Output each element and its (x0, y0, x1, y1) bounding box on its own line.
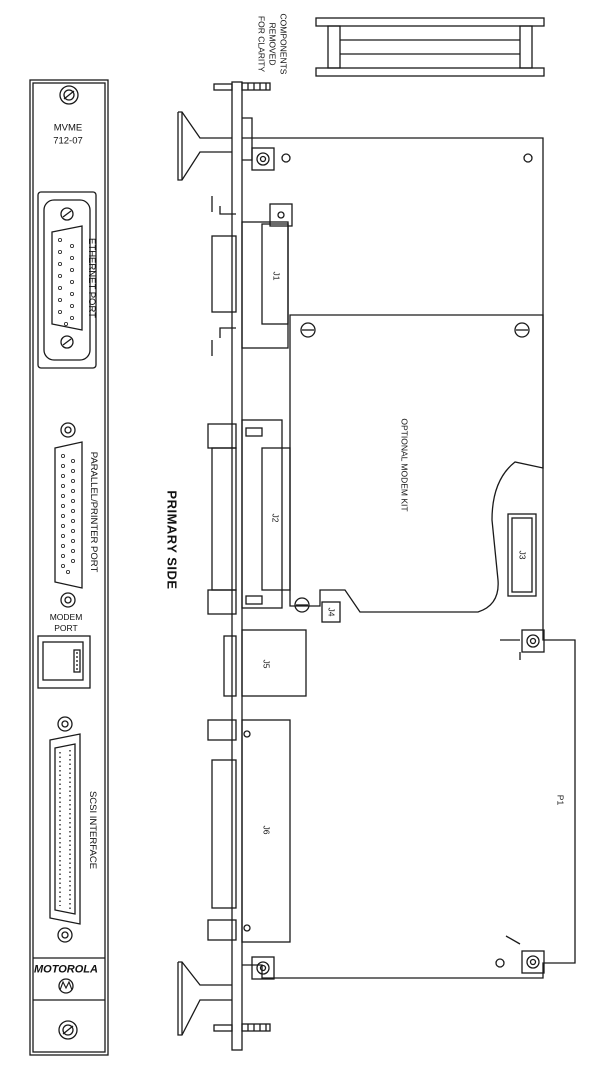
j2-connector (207, 419, 291, 615)
j1-label: J1 (271, 271, 282, 281)
front-panel-inner (32, 82, 106, 1053)
modem-kit-screw-icon (294, 322, 530, 613)
standoff-icon (521, 629, 545, 653)
j5-label: J5 (261, 659, 272, 669)
j1-connector (211, 203, 293, 349)
panel-top-screw-icon (59, 85, 79, 105)
parallel-port-label: PARALLEL/PRINTER PORT (87, 451, 99, 573)
modem-kit-label: OPTIONAL MODEM KIT (399, 418, 410, 512)
ethernet-pins (58, 237, 75, 326)
j5-connector (223, 629, 307, 697)
j6-label: J6 (261, 825, 272, 835)
panel-model-line2: 712-07 (53, 135, 83, 147)
motorola-logo-icon (58, 978, 74, 994)
components-removed-line2: REMOVED (267, 22, 278, 66)
primary-side-label: PRIMARY SIDE (164, 490, 180, 590)
bracket-top-screw-icon (213, 82, 271, 91)
j2-label: J2 (270, 513, 281, 523)
front-bracket (231, 81, 243, 1051)
bracket-bottom-screw-icon (213, 1023, 271, 1032)
scsi-interface-label: SCSI INTERFACE (86, 790, 98, 870)
panel-bottom-screw-icon (58, 1020, 78, 1040)
lower-ejector-icon (177, 961, 232, 1036)
j6-connector (207, 719, 291, 943)
motorola-brand-label: MOTOROLA (34, 963, 98, 976)
modem-port-label-line1: MODEM (49, 611, 83, 622)
modem-port-label-line2: PORT (54, 622, 78, 633)
ethernet-connector-icon (37, 191, 97, 369)
modem-kit-outline (289, 314, 544, 613)
front-panel-outline (29, 79, 109, 1056)
upper-ejector-icon (177, 111, 253, 181)
p1-label: P1 (555, 794, 566, 806)
j3-label: J3 (517, 550, 528, 560)
scsi-connector-icon (49, 716, 81, 943)
j4-label: J4 (326, 607, 337, 617)
j3-connector (507, 513, 537, 597)
components-removed-line3: FOR CLARITY (256, 15, 267, 73)
j4-connector (321, 601, 341, 623)
modem-port-icon (37, 635, 91, 689)
standoff-icon (251, 956, 275, 980)
ethernet-port-label: ETHERNET PORT (85, 238, 97, 318)
removed-component-icon (315, 17, 545, 77)
panel-model-line1: MVME (53, 122, 83, 134)
standoff-icon (521, 950, 545, 974)
parallel-connector-icon (54, 422, 83, 608)
standoff-icon (251, 147, 275, 171)
components-removed-line1: COMPONENTS (278, 13, 289, 75)
parallel-pins (61, 453, 76, 575)
